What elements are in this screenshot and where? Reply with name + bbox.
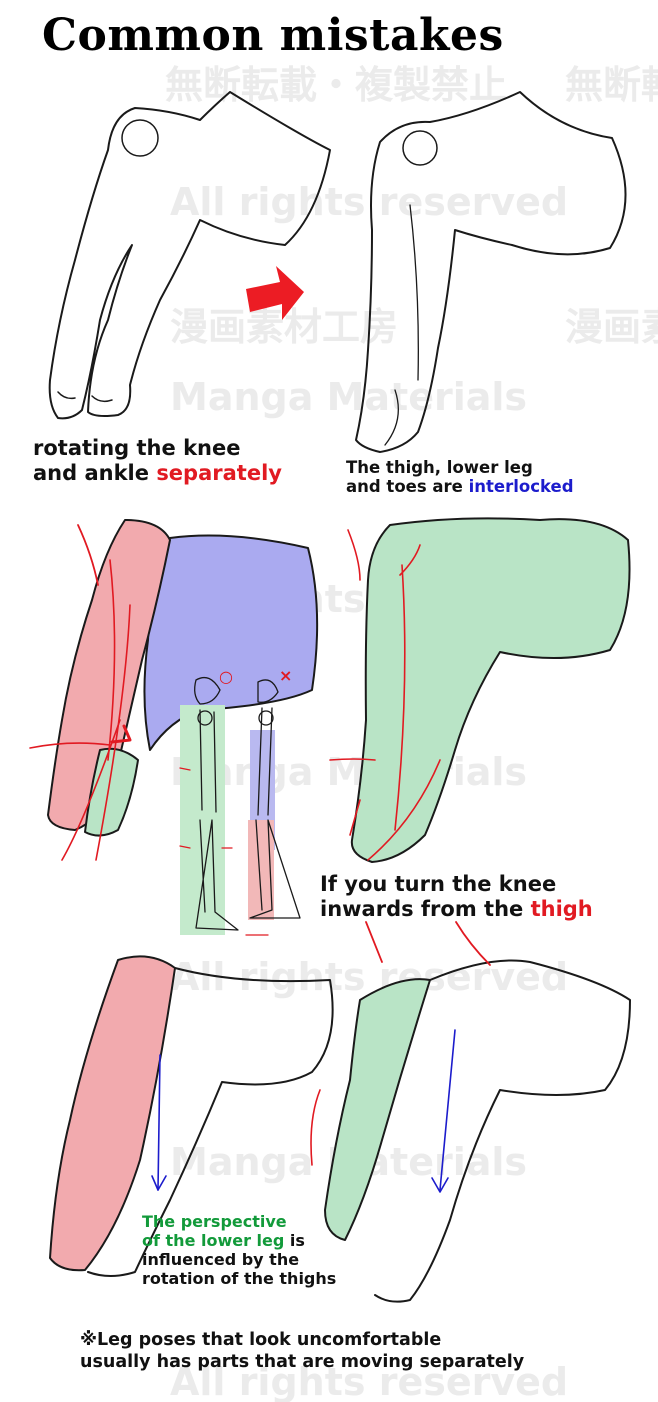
watermark-all-rights: All rights reserved [170,955,568,999]
skeleton-comparison [179,676,301,936]
caption-perspective: The perspective of the lower leg is infl… [142,1212,337,1289]
caption-accent: interlocked [468,477,574,497]
caption-line: rotating the knee [33,436,241,460]
leg-drawing-lower-leg-perspective [310,921,631,1303]
watermark-all-rights: All rights reserved [170,180,568,224]
caption-line: If you turn the knee [320,872,557,896]
caption-accent: thigh [530,896,593,921]
caption-note: ※Leg poses that look uncomfortable usual… [80,1330,524,1374]
caption-text: inwards from the [320,896,531,921]
watermark-no-reprint: 無断転載・複製禁止 [565,63,658,107]
caption-turn-knee: If you turn the knee inwards from the th… [320,872,593,922]
caption-line: The thigh, lower leg [346,458,533,477]
caption-accent: separately [156,460,282,485]
caption-text: and toes are [346,477,469,497]
caption-text: is [284,1230,305,1250]
leg-drawing-mistake [48,91,331,420]
caption-accent: The perspective [142,1212,287,1231]
wrong-mark: × [279,666,293,685]
caption-rotating-separately: rotating the knee and ankle separately [33,436,282,486]
caption-line: of the lower leg is [142,1230,336,1251]
watermark-studio: 漫画素材工房 [565,305,658,349]
page-title: Common mistakes [42,10,504,61]
caption-interlocked: The thigh, lower leg and toes are interl… [346,458,574,497]
leg-drawing-thigh-rotation [49,955,334,1277]
caption-line: usually has parts that are moving separa… [80,1351,525,1372]
caption-line: influenced by the [142,1249,300,1269]
caption-text: and ankle [33,460,157,485]
caption-line: and ankle separately [33,461,282,486]
watermark-manga-materials: Manga Materials [170,375,527,419]
correct-mark: ○ [219,667,233,686]
leg-drawing-correct-colored [329,517,631,863]
right-arrow-icon [246,266,304,320]
caption-line: inwards from the thigh [320,897,593,922]
watermark-all-rights: All rights reserved [170,1360,568,1402]
caption-accent: of the lower leg [142,1230,285,1250]
leg-drawing-correct [355,91,627,453]
caption-line: and toes are interlocked [346,477,574,496]
caption-line: rotation of the thighs [142,1268,337,1288]
watermark-manga-materials: Manga Materials [170,750,527,794]
caption-line: ※Leg poses that look uncomfortable [80,1330,442,1350]
